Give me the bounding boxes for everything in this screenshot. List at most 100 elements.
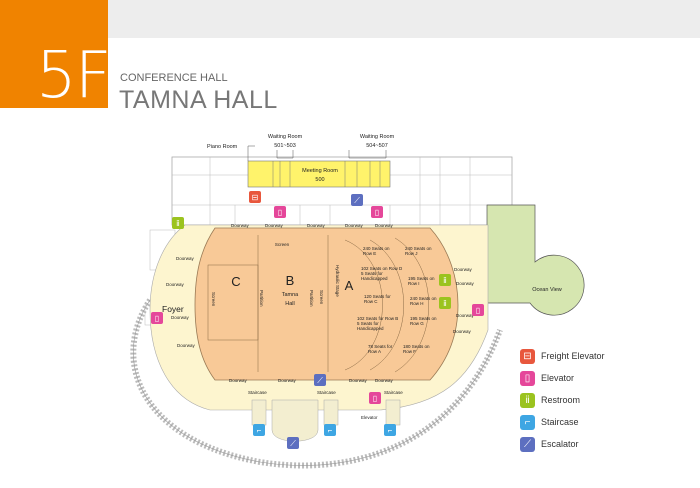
elevator-icon: ▯ bbox=[274, 206, 286, 218]
screen-label: Screen bbox=[319, 290, 324, 305]
escalator-icon: ⟋ bbox=[314, 374, 326, 386]
escalator-icon: ⟋ bbox=[351, 194, 363, 206]
svg-text:Doorway: Doorway bbox=[166, 282, 185, 287]
svg-text:Doorway: Doorway bbox=[456, 313, 475, 318]
foyer-label: Foyer bbox=[162, 304, 184, 314]
hall-name-1: Tamna bbox=[282, 292, 299, 298]
legend-item-escalator: ⟋ Escalator bbox=[520, 433, 605, 455]
waiting-room-a-label: Waiting Room bbox=[268, 134, 303, 140]
legend: ⊟Freight Elevator ▯ Elevator ⅱ Restroom ⌐ S… bbox=[520, 345, 605, 455]
svg-text:▯: ▯ bbox=[373, 394, 377, 403]
partition-label: Partition bbox=[259, 290, 264, 307]
legend-item-staircase: ⌐ Staircase bbox=[520, 411, 605, 433]
venue-title: TAMNA HALL bbox=[119, 86, 278, 114]
svg-text:Doorway: Doorway bbox=[177, 343, 196, 348]
legend-item-elevator: ▯ Elevator bbox=[520, 367, 605, 389]
ocean-view-label: Ocean View bbox=[532, 287, 562, 293]
legend-label: Elevator bbox=[541, 373, 575, 383]
svg-text:⌐: ⌐ bbox=[388, 426, 393, 435]
svg-text:102 Seats for Row B5 Seats for: 102 Seats for Row B5 Seats forHandicappe… bbox=[357, 316, 398, 331]
section-c-label: C bbox=[231, 274, 240, 289]
partition-label: Partition bbox=[309, 290, 314, 307]
svg-text:▯: ▯ bbox=[155, 314, 159, 323]
svg-text:⌐: ⌐ bbox=[328, 426, 333, 435]
svg-text:▯: ▯ bbox=[476, 306, 480, 315]
svg-text:⟋: ⟋ bbox=[354, 196, 360, 205]
svg-text:Doorway: Doorway bbox=[171, 315, 190, 320]
legend-item-restroom: ⅱ Restroom bbox=[520, 389, 605, 411]
legend-item-freight-elevator: ⊟Freight Elevator bbox=[520, 345, 605, 367]
elevator-icon: ▯ bbox=[369, 392, 381, 404]
waiting-room-b-label: Waiting Room bbox=[360, 134, 395, 140]
legend-label: Restroom bbox=[541, 395, 581, 405]
restroom-icon: ⅱ bbox=[172, 217, 184, 229]
svg-text:⌐: ⌐ bbox=[257, 426, 262, 435]
svg-text:ⅱ: ⅱ bbox=[443, 276, 447, 285]
svg-text:Doorway: Doorway bbox=[176, 256, 195, 261]
restroom-icon: ⅱ bbox=[520, 392, 535, 408]
escalator-icon: ⟋ bbox=[520, 436, 535, 452]
svg-text:Doorway: Doorway bbox=[375, 223, 394, 228]
svg-text:⊟: ⊟ bbox=[252, 193, 259, 202]
svg-text:Staircase: Staircase bbox=[317, 390, 336, 395]
section-b-label: B bbox=[286, 273, 295, 288]
legend-label: Staircase bbox=[541, 417, 579, 427]
escalator-icon: ⟋ bbox=[287, 437, 299, 449]
section-a-label: A bbox=[345, 278, 354, 293]
svg-text:Doorway: Doorway bbox=[231, 223, 250, 228]
svg-text:⟋: ⟋ bbox=[290, 439, 296, 448]
svg-text:ⅱ: ⅱ bbox=[443, 299, 447, 308]
svg-text:⟋: ⟋ bbox=[317, 376, 323, 385]
elevator-icon: ▯ bbox=[520, 370, 535, 386]
svg-text:Doorway: Doorway bbox=[375, 378, 394, 383]
piano-room-label: Piano Room bbox=[207, 144, 238, 150]
svg-text:Doorway: Doorway bbox=[453, 329, 472, 334]
svg-text:Doorway: Doorway bbox=[307, 223, 326, 228]
freight-elevator-icon: ⊟ bbox=[249, 191, 261, 203]
svg-text:▯: ▯ bbox=[375, 208, 379, 217]
floor-number: 5F bbox=[36, 39, 112, 113]
svg-text:▯: ▯ bbox=[278, 208, 282, 217]
legend-label: Escalator bbox=[541, 439, 579, 449]
venue-subtitle: CONFERENCE HALL bbox=[120, 72, 228, 84]
svg-text:Doorway: Doorway bbox=[456, 281, 475, 286]
svg-text:Doorway: Doorway bbox=[278, 378, 297, 383]
svg-text:Staircase: Staircase bbox=[384, 390, 403, 395]
ocean-view[interactable]: Ocean View bbox=[486, 204, 585, 316]
screen-label: Screen bbox=[211, 292, 216, 307]
staircase-icon: ⌐ bbox=[324, 424, 336, 436]
meeting-room-number: 500 bbox=[315, 177, 324, 183]
elevator-icon: ▯ bbox=[371, 206, 383, 218]
svg-text:Doorway: Doorway bbox=[349, 378, 368, 383]
staircase-icon: ⌐ bbox=[384, 424, 396, 436]
hall-name-2: Hall bbox=[285, 301, 294, 307]
meeting-room-label: Meeting Room bbox=[302, 168, 338, 174]
tamna-hall[interactable] bbox=[194, 227, 459, 381]
svg-text:ⅱ: ⅱ bbox=[176, 219, 180, 228]
hydraulic-stage-label: Hydraulic Stage bbox=[335, 265, 340, 297]
legend-label: Freight Elevator bbox=[541, 351, 605, 361]
staircase-icon: ⌐ bbox=[253, 424, 265, 436]
screen-label: Screen bbox=[275, 242, 290, 247]
restroom-icon: ⅱ bbox=[439, 274, 451, 286]
elevator-icon: ▯ bbox=[472, 304, 484, 316]
waiting-room-b-number: 504~507 bbox=[366, 143, 388, 149]
svg-text:Doorway: Doorway bbox=[265, 223, 284, 228]
svg-text:Doorway: Doorway bbox=[345, 223, 364, 228]
staircase-icon: ⌐ bbox=[520, 414, 535, 430]
facility-icons[interactable]: ⊟ ▯ ⟋ ▯ ⅱ ⅱ ⅱ ▯ ▯ ⟋ ▯ ⌐ ⌐ ⌐ ⟋ bbox=[151, 191, 484, 449]
meeting-room-500[interactable] bbox=[247, 160, 391, 188]
waiting-room-a-number: 501~503 bbox=[274, 143, 296, 149]
